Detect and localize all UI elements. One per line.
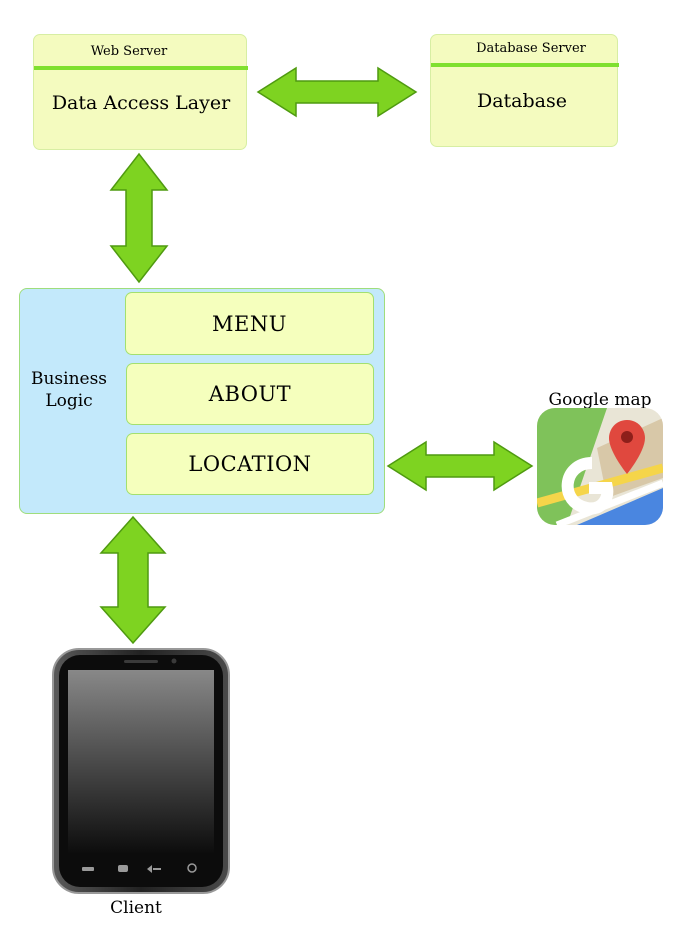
- menu-box[interactable]: MENU: [125, 292, 374, 355]
- server-double-arrow: [256, 66, 418, 118]
- google-maps-icon: [537, 408, 663, 525]
- web-server-box: Web Server Data Access Layer: [33, 34, 248, 150]
- database-label: Database: [476, 90, 567, 112]
- database-server-box: Database Server Database: [430, 34, 619, 147]
- logic-to-map-double-arrow: [386, 440, 534, 492]
- logic-to-client-double-arrow: [99, 515, 167, 645]
- database-server-divider: [431, 63, 619, 67]
- database-server-header: Database Server: [476, 41, 586, 56]
- client-label: Client: [110, 898, 162, 918]
- about-box[interactable]: ABOUT: [126, 363, 374, 425]
- smartphone-icon: [52, 648, 230, 894]
- location-box[interactable]: LOCATION: [126, 433, 374, 495]
- business-logic-label: Business Logic: [30, 369, 108, 411]
- web-to-logic-double-arrow: [109, 152, 169, 284]
- web-server-header: Web Server: [90, 44, 168, 59]
- google-map-label: Google map: [548, 390, 652, 410]
- data-access-layer-label: Data Access Layer: [51, 92, 231, 114]
- web-server-divider: [34, 66, 248, 70]
